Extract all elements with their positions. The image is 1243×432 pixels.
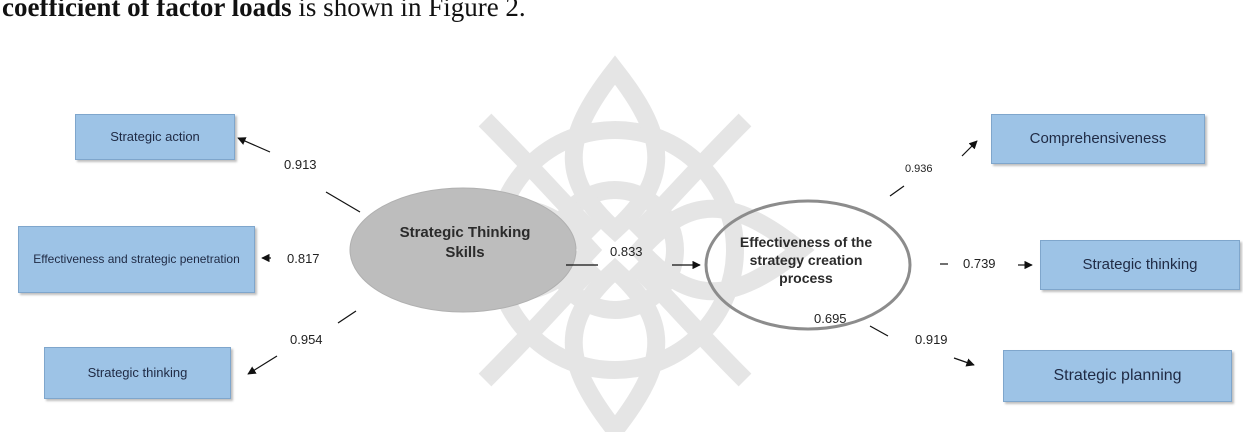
r-squared-value: 0.695 — [814, 311, 847, 326]
loading-arrow-comprehensiveness — [961, 140, 978, 157]
indicator-comprehensiveness: Comprehensiveness — [991, 114, 1205, 164]
indicator-strategic-action: Strategic action — [75, 114, 235, 160]
strategy-creation-effectiveness-node — [704, 199, 912, 331]
caption-bold: coefficient of factor loads — [2, 0, 292, 22]
strategy-creation-effectiveness-label: Effectiveness of the strategy creation p… — [739, 234, 873, 287]
loading-value-comprehensiveness: 0.936 — [905, 163, 933, 175]
indicator-label: Comprehensiveness — [1029, 129, 1167, 147]
indicator-strategic-thinking-right: Strategic thinking — [1040, 240, 1240, 290]
loading-line-strategic-planning — [869, 325, 889, 337]
indicator-strategic-planning: Strategic planning — [1003, 350, 1232, 402]
strategic-thinking-skills-node — [349, 187, 577, 313]
caption-rest: is shown in Figure 2. — [291, 0, 526, 22]
loading-value-strategic-thinking-right: 0.739 — [963, 256, 996, 271]
loading-value-strategic-thinking-left: 0.954 — [290, 332, 323, 347]
indicator-label: Strategic thinking — [87, 365, 188, 381]
loading-arrow-strategic-planning — [953, 357, 975, 367]
indicator-strategic-thinking-left: Strategic thinking — [44, 347, 231, 399]
indicator-effectiveness-penetration: Effectiveness and strategic penetration — [18, 226, 255, 293]
loading-line-comprehensiveness — [889, 185, 905, 197]
loading-arrow-strategic-thinking-left — [247, 355, 278, 375]
indicator-label: Strategic planning — [1053, 367, 1182, 385]
loading-value-strategic-planning: 0.919 — [915, 332, 948, 347]
indicator-label: Strategic action — [110, 129, 200, 145]
loading-line-strategic-action — [325, 191, 361, 213]
strategic-thinking-skills-label: Strategic Thinking Skills — [399, 224, 531, 261]
figure-caption: coefficient of factor loads is shown in … — [2, 0, 526, 23]
loading-line-strategic-thinking-left — [337, 310, 357, 324]
loading-value-effectiveness-penetration: 0.817 — [287, 251, 320, 266]
loading-value-strategic-action: 0.913 — [284, 157, 317, 172]
indicator-label: Effectiveness and strategic penetration — [33, 252, 240, 267]
watermark-ornament — [415, 55, 815, 432]
indicator-label: Strategic thinking — [1082, 255, 1198, 273]
loading-arrow-strategic-action — [237, 137, 271, 153]
path-coefficient-value: 0.833 — [610, 244, 643, 259]
